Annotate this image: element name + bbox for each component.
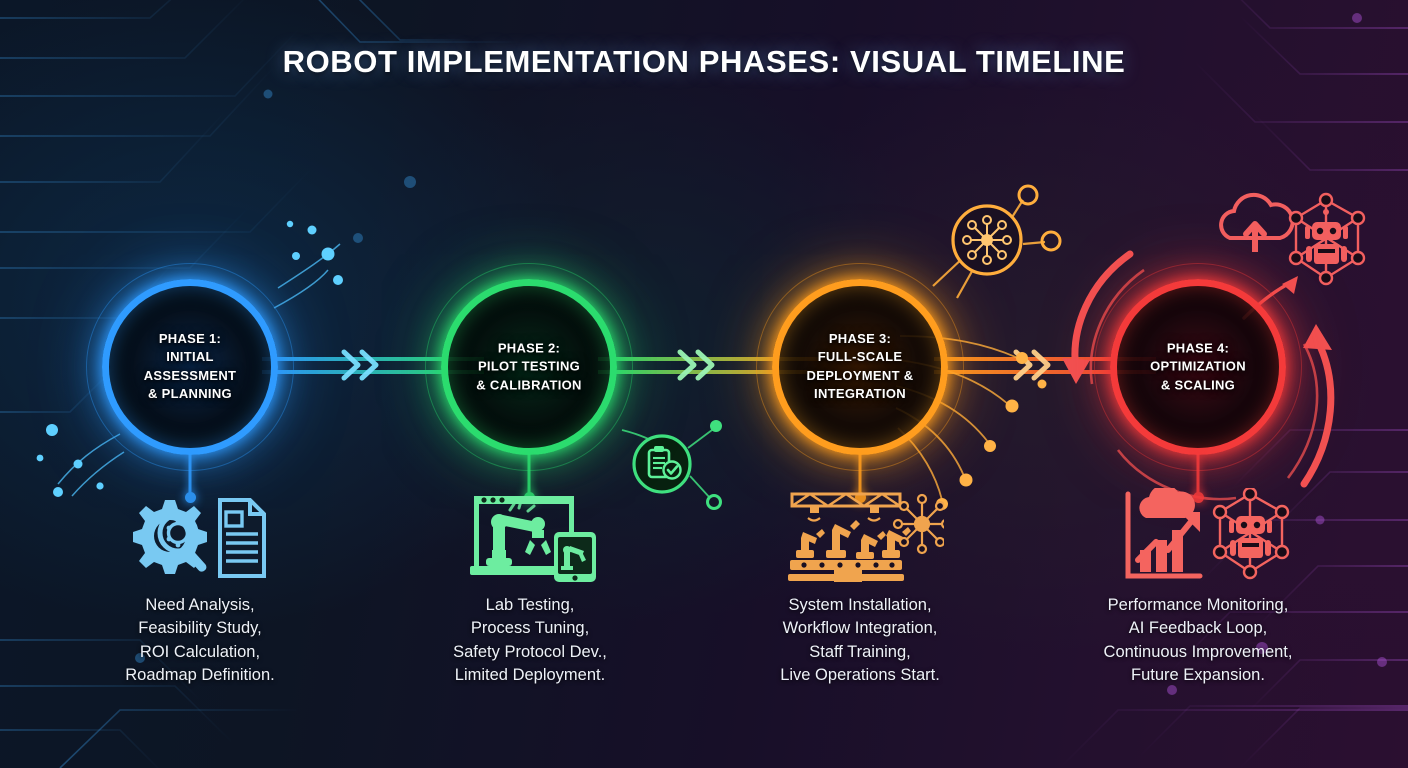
chevron-double-right-icon [341,349,379,381]
connector-2-3 [598,349,820,381]
cloud-upload-icon [1219,192,1295,252]
document-icon [218,498,266,578]
phase-4-stem [1196,454,1200,498]
phase-3-caption: System Installation, Workflow Integratio… [780,596,940,685]
phase-1-caption: Need Analysis, Feasibility Study, ROI Ca… [125,596,275,685]
phase-2-ring [441,279,617,455]
assembly-line-robots-icon-arms [788,520,911,582]
phase-3-ring [772,279,948,455]
phase-4-label: PHASE 4: OPTIMIZATION & SCALING [1150,340,1246,393]
network-hub-icon [892,493,944,555]
chevron-double-right-icon [1013,349,1051,381]
robot-arm-test-chamber-icon [470,496,578,575]
phase-2[interactable]: PHASE 2: PILOT TESTING & CALIBRATION [414,252,644,498]
phase-1-icons [133,498,266,578]
phase-4-icons [1125,488,1290,580]
phase-2-stem [527,454,531,498]
phase-3-label: PHASE 3: FULL-SCALE DEPLOYMENT & INTEGRA… [806,331,914,402]
phase-2-icons [470,496,596,582]
phase-1-ring [102,279,278,455]
growth-chart-cloud-icon [1125,488,1203,579]
phase-1-label: PHASE 1: INITIAL ASSESSMENT & PLANNING [143,331,237,402]
chevron-double-right-icon [677,349,715,381]
phase-4-ring [1110,279,1286,455]
phase-2-label: PHASE 2: PILOT TESTING & CALIBRATION [476,340,582,393]
assembly-line-robots-icon [790,492,902,522]
gear-magnifier-icon [133,500,207,574]
connector-1-2 [262,349,484,381]
page-title: ROBOT IMPLEMENTATION PHASES: VISUAL TIME… [282,44,1126,79]
phase-3[interactable]: PHASE 3: FULL-SCALE DEPLOYMENT & INTEGRA… [745,252,975,498]
phase-4-caption: Performance Monitoring, AI Feedback Loop… [1103,596,1293,685]
phase-3-stem [858,454,862,498]
phase-1-stem [188,454,192,498]
phase-1[interactable]: PHASE 1: INITIAL ASSESSMENT & PLANNING [75,252,305,498]
phase-3-icons [788,492,944,582]
tablet-robot-icon [554,532,596,582]
phase-4[interactable]: PHASE 4: OPTIMIZATION & SCALING [1083,252,1313,498]
phase-2-caption: Lab Testing, Process Tuning, Safety Prot… [453,596,607,685]
